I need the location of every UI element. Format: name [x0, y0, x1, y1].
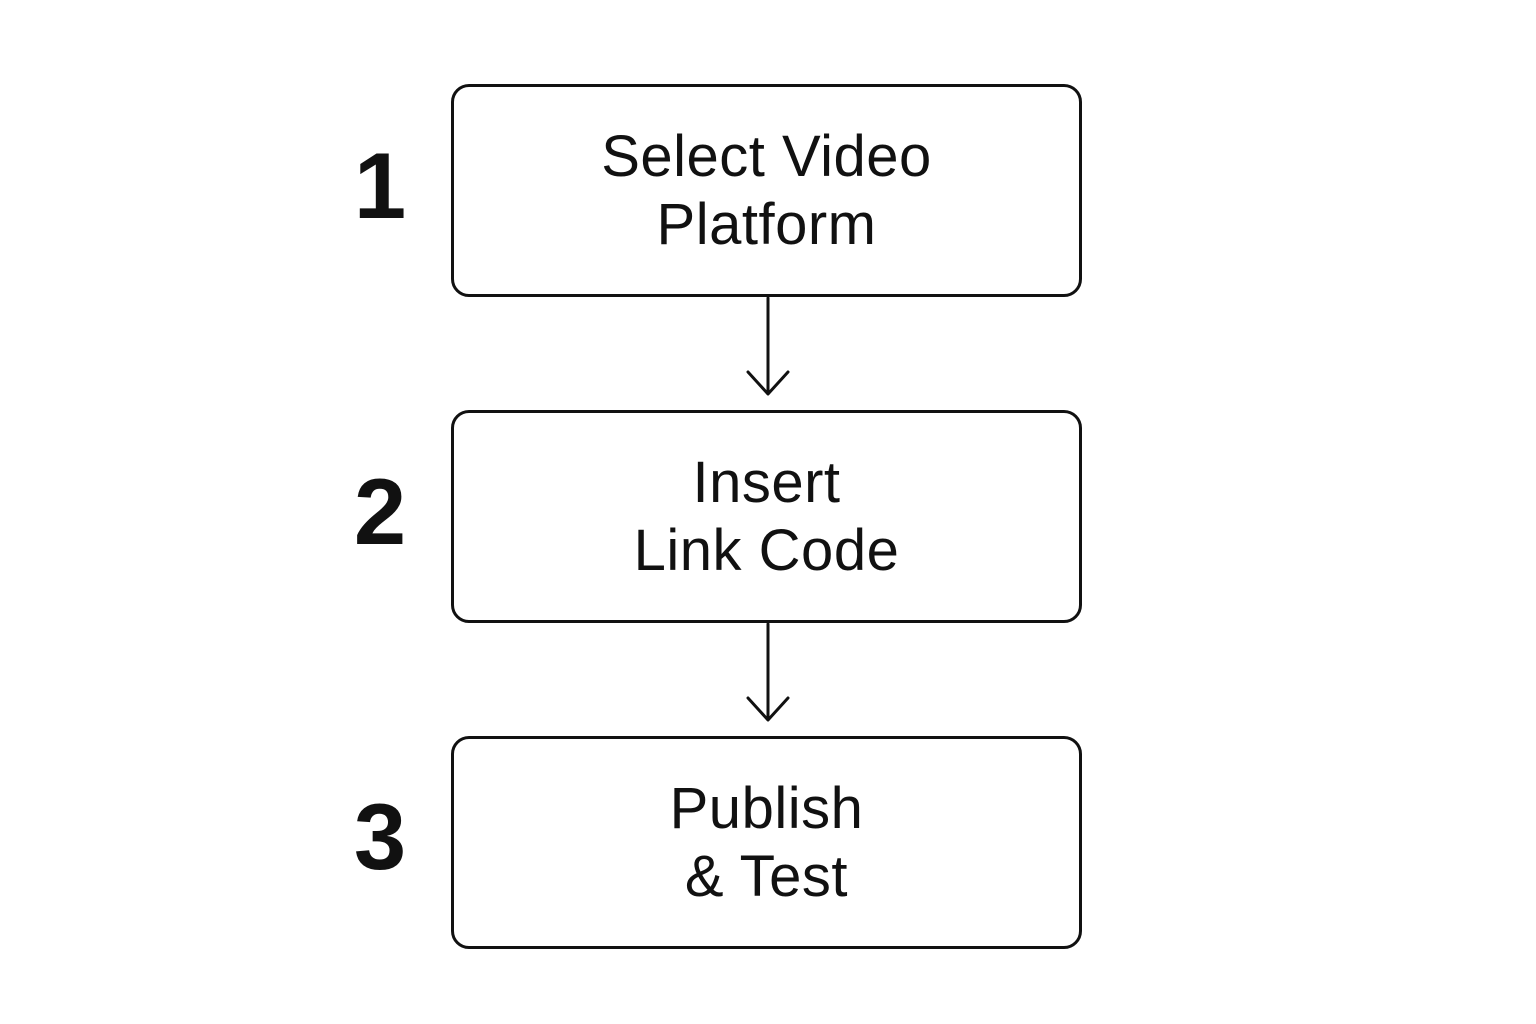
step-box-select-video-platform: Select Video Platform: [451, 84, 1082, 297]
step-label-line-1: Insert: [692, 449, 841, 515]
step-label-line-2: Link Code: [633, 517, 900, 583]
step-box-insert-link-code: Insert Link Code: [451, 410, 1082, 623]
step-number-2: 2: [353, 459, 407, 564]
connector-arrow-1-to-2: [746, 296, 790, 396]
step-number-1: 1: [353, 133, 407, 238]
connector-arrow-2-to-3: [746, 622, 790, 722]
step-label-line-1: Publish: [669, 775, 864, 841]
step-label-line-2: & Test: [684, 843, 849, 909]
step-box-publish-test: Publish & Test: [451, 736, 1082, 949]
step-label-select-video-platform: Select Video Platform: [601, 123, 932, 259]
step-label-publish-test: Publish & Test: [670, 775, 864, 911]
step-number-3: 3: [353, 784, 407, 889]
step-label-insert-link-code: Insert Link Code: [634, 449, 900, 585]
step-label-line-1: Select Video: [601, 123, 932, 189]
step-label-line-2: Platform: [656, 191, 877, 257]
